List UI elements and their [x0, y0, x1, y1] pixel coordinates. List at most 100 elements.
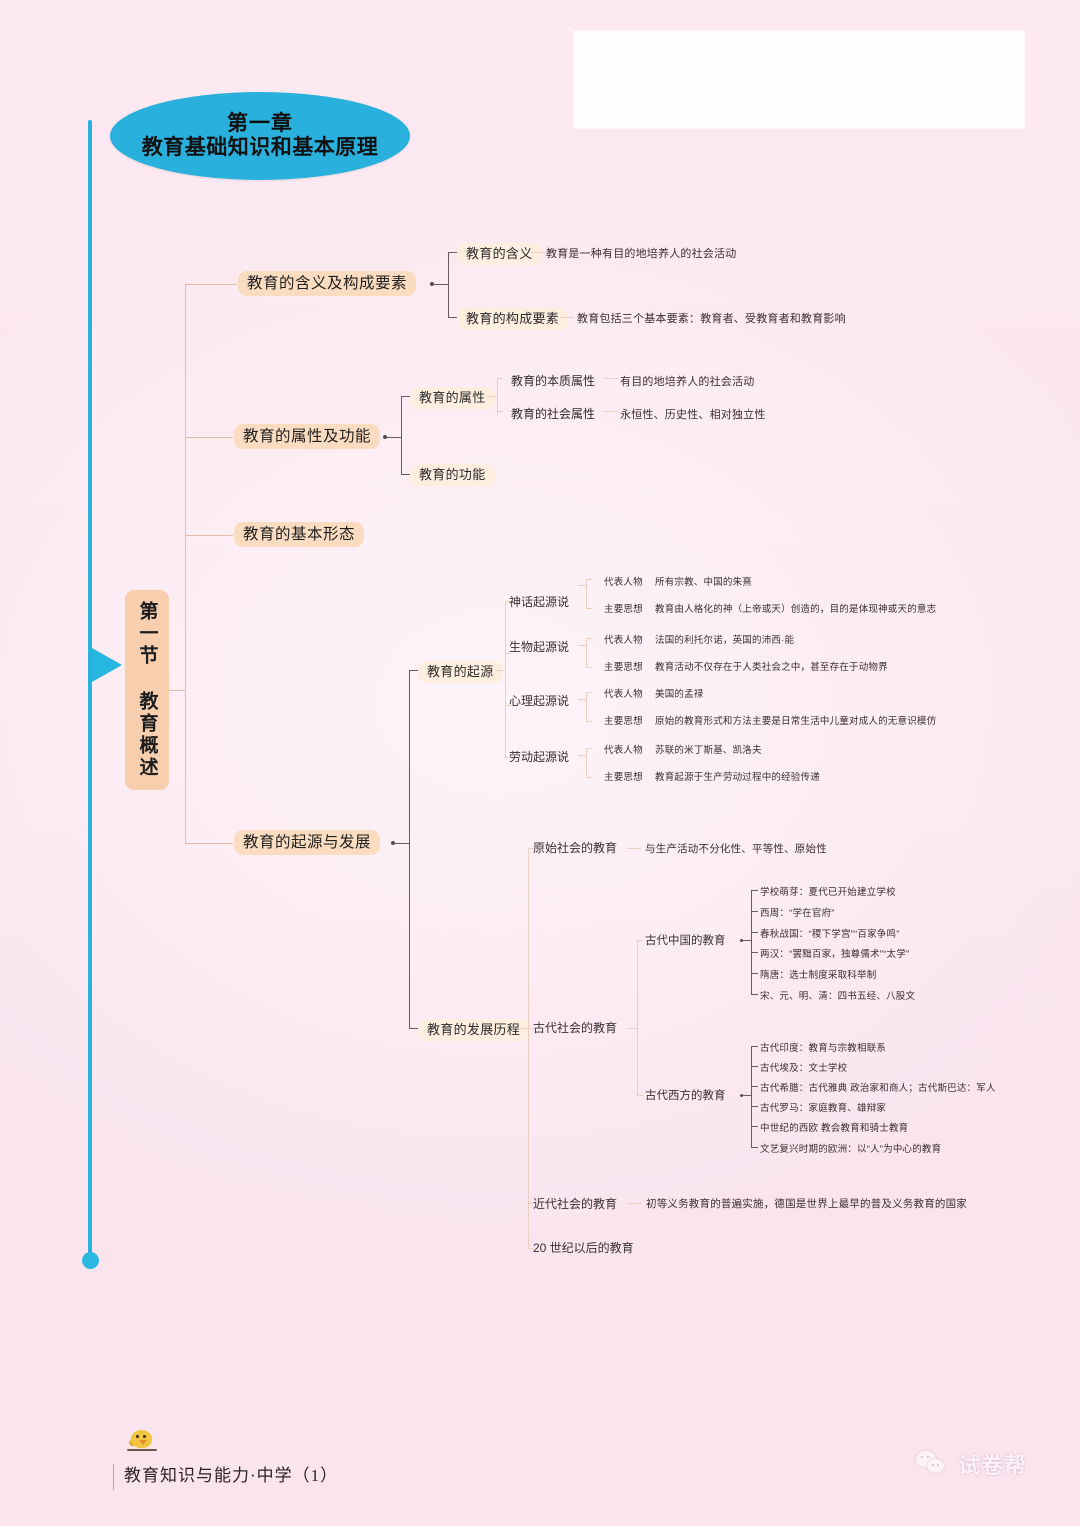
node-twentieth-century-education[interactable]: 20 世纪以后的教育: [533, 1241, 634, 1255]
modern-detail-line: [628, 1203, 642, 1204]
trunk-to-basicforms-line: [185, 535, 233, 536]
branch-meaning-child2-line: [448, 317, 457, 318]
west-item2-line: [751, 1066, 758, 1067]
origin-theory2-line: [505, 653, 511, 654]
watermark: 试卷帮: [916, 1448, 1027, 1480]
item-china-song-yuan-ming-qing: 宋、元、明、清：四书五经、八股文: [760, 991, 916, 1002]
label-myth-person: 代表人物: [604, 577, 643, 588]
chick-icon: [127, 1428, 157, 1454]
detail-essential-attribute: 有目的地培养人的社会活动: [620, 376, 755, 388]
detail-lab-person: 苏联的米丁斯基、凯洛夫: [655, 745, 762, 756]
item-china-han: 两汉：“罢黜百家，独尊儒术”“太学”: [760, 949, 910, 960]
item-west-egypt: 古代埃及：文士学校: [760, 1063, 848, 1074]
label-psy-idea: 主要思想: [604, 716, 643, 727]
bio-person-stub: [586, 638, 592, 639]
chapter-title-line1: 第一章: [227, 112, 293, 136]
myth-person-stub: [586, 579, 592, 580]
section-spine-line: [88, 120, 92, 1260]
footer-book-title: 教育知识与能力·中学（1）: [124, 1466, 339, 1485]
item-west-rome: 古代罗马：家庭教育、雄辩家: [760, 1103, 887, 1114]
psy-person-line: [578, 699, 586, 700]
node-biological-origin-theory[interactable]: 生物起源说: [509, 640, 570, 654]
blank-note-box: [574, 31, 1024, 128]
lab-person-stub: [586, 748, 592, 749]
detail-psy-person: 美国的孟禄: [655, 689, 704, 700]
watermark-label: 试卷帮: [958, 1453, 1028, 1478]
primitive-society-line: [528, 848, 534, 849]
item-west-medieval: 中世纪的西欧 教会教育和骑士教育: [760, 1123, 909, 1134]
label-myth-idea: 主要思想: [604, 604, 643, 615]
ancient-china-bracket-line: [751, 890, 752, 994]
development-sub-stem-line: [518, 1028, 528, 1029]
node-education-origin[interactable]: 教育的起源: [418, 661, 503, 684]
origin-child-line: [409, 670, 418, 671]
essential-attribute-detail-line: [604, 378, 618, 379]
branch-basic-forms-title[interactable]: 教育的基本形态: [234, 522, 365, 548]
detail-modern-society-education: 初等义务教育的普遍实施，德国是世界上最早的普及义务教育的国家: [646, 1198, 967, 1210]
label-bio-person: 代表人物: [604, 635, 643, 646]
node-meaning-definition[interactable]: 教育的含义: [457, 243, 542, 266]
node-ancient-china-education[interactable]: 古代中国的教育: [645, 935, 726, 947]
item-west-greece: 古代希腊：古代雅典 政治家和商人；古代斯巴达：军人: [760, 1083, 996, 1094]
detail-myth-idea: 教育由人格化的神（上帝或天）创造的，目的是体现神或天的意志: [655, 604, 937, 615]
myth-bracket-line: [586, 579, 587, 608]
origin-theory1-line: [505, 601, 511, 602]
node-education-functions[interactable]: 教育的功能: [410, 464, 495, 487]
node-social-attribute[interactable]: 教育的社会属性: [511, 407, 596, 421]
section-spine-end-dot-icon: [82, 1252, 99, 1269]
node-ancient-society-education[interactable]: 古代社会的教育: [533, 1021, 618, 1035]
detail-bio-idea: 教育活动不仅存在于人类社会之中，甚至存在于动物界: [655, 662, 888, 673]
item-china-sui-tang: 隋唐：选士制度采取科举制: [760, 970, 877, 981]
branch-attributes-child1-line: [401, 396, 410, 397]
node-modern-society-education[interactable]: 近代社会的教育: [533, 1197, 618, 1211]
attributes-sub2-line: [497, 411, 503, 412]
ancient-west-bracket-line: [751, 1046, 752, 1147]
branch-meaning-stem-line: [434, 284, 448, 285]
branch-origin-development-title[interactable]: 教育的起源与发展: [234, 830, 381, 856]
west-item1-line: [751, 1046, 758, 1047]
chapter-title-node: 第一章 教育基础知识和基本原理: [110, 92, 410, 180]
ancient-west-stem-line: [743, 1095, 751, 1096]
footer-divider: [113, 1464, 114, 1490]
trunk-to-origin-line: [185, 843, 233, 844]
node-education-development[interactable]: 教育的发展历程: [418, 1019, 530, 1042]
section-title-label: 第一节 教育概述: [136, 601, 158, 779]
lab-person-line: [578, 755, 586, 756]
trunk-to-attributes-line: [185, 437, 233, 438]
origin-theory3-line: [505, 705, 511, 706]
branch-meaning-bracket-line: [448, 252, 449, 317]
branch-attributes-title[interactable]: 教育的属性及功能: [234, 424, 381, 450]
trunk-to-meaning-line: [185, 284, 237, 285]
node-myth-origin-theory[interactable]: 神话起源说: [509, 595, 570, 609]
branch-meaning-connector-dot: [430, 282, 434, 286]
branch-meaning-title[interactable]: 教育的含义及构成要素: [238, 271, 417, 297]
ancient-china-line: [637, 940, 643, 941]
ancient-west-connector-dot: [740, 1094, 743, 1097]
label-psy-person: 代表人物: [604, 689, 643, 700]
myth-idea-stub: [586, 608, 592, 609]
node-education-attributes[interactable]: 教育的属性: [410, 387, 495, 410]
attributes-sub-stem-line: [487, 396, 497, 397]
label-bio-idea: 主要思想: [604, 662, 643, 673]
node-primitive-society-education[interactable]: 原始社会的教育: [533, 841, 618, 855]
china-item1-line: [751, 890, 758, 891]
wechat-icon: [916, 1451, 950, 1477]
lab-bracket-line: [586, 748, 587, 777]
node-essential-attribute[interactable]: 教育的本质属性: [511, 374, 596, 388]
node-meaning-components[interactable]: 教育的构成要素: [457, 308, 569, 331]
node-psychological-origin-theory[interactable]: 心理起源说: [509, 694, 570, 708]
primitive-detail-line: [627, 848, 641, 849]
branch-origin-stem-line: [395, 843, 409, 844]
bio-bracket-line: [586, 638, 587, 667]
china-item3-line: [751, 932, 758, 933]
myth-person-line: [578, 585, 586, 586]
node-ancient-west-education[interactable]: 古代西方的教育: [645, 1090, 726, 1102]
node-labour-origin-theory[interactable]: 劳动起源说: [509, 750, 570, 764]
item-west-renaissance: 文艺复兴时期的欧洲：以“人”为中心的教育: [760, 1144, 942, 1155]
west-item6-line: [751, 1147, 758, 1148]
branch-attributes-child2-line: [401, 474, 410, 475]
west-item3-line: [751, 1086, 758, 1087]
item-west-india: 古代印度：教育与宗教相联系: [760, 1043, 887, 1054]
lab-idea-stub: [586, 777, 592, 778]
branch-attributes-connector-dot: [383, 435, 387, 439]
